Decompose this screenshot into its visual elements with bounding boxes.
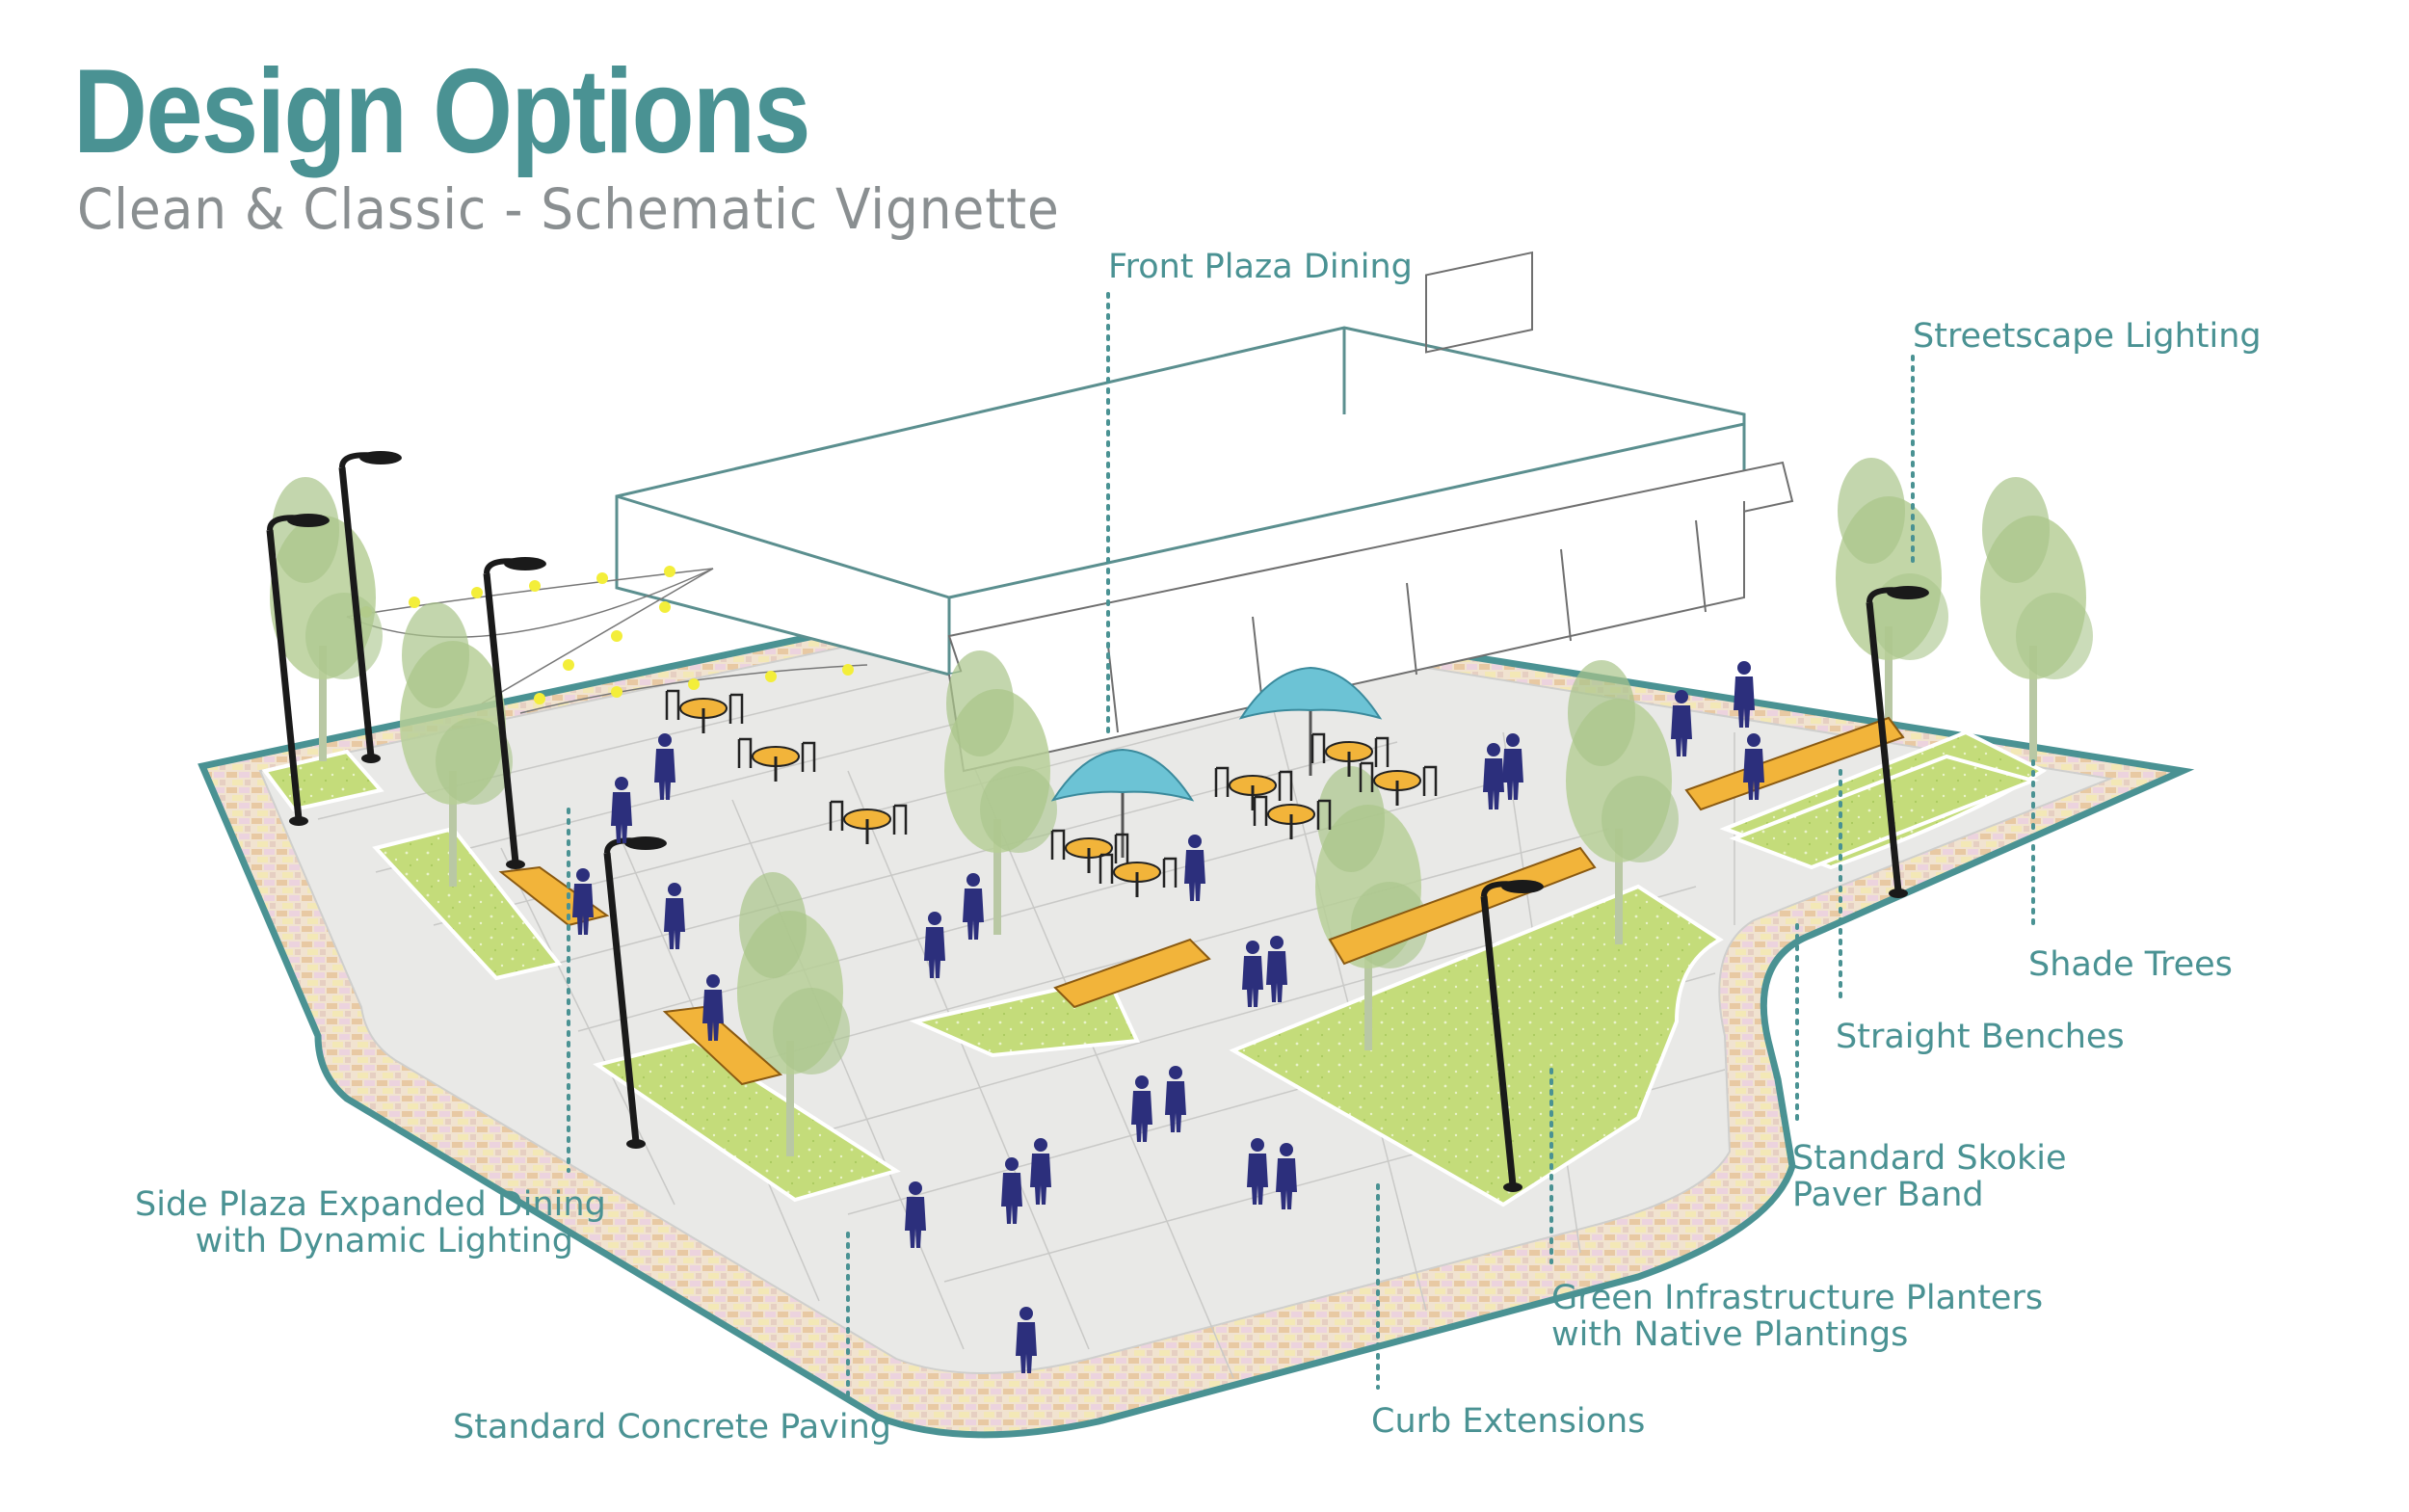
label-green-infrastructure: Green Infrastructure Planters with Nativ… [1551, 1280, 2043, 1353]
label-green-infrastructure-line1: Green Infrastructure Planters [1551, 1279, 2044, 1317]
label-curb-extensions: Curb Extensions [1371, 1402, 1646, 1441]
label-paver-band: Standard Skokie Paver Band [1792, 1140, 2067, 1213]
page-subtitle: Clean & Classic - Schematic Vignette [77, 176, 1060, 242]
label-paver-band-line2: Paver Band [1792, 1176, 1984, 1214]
label-straight-benches: Straight Benches [1836, 1018, 2125, 1056]
label-side-plaza-line2: with Dynamic Lighting [195, 1222, 573, 1260]
label-shade-trees: Shade Trees [2028, 945, 2233, 984]
label-paver-band-line1: Standard Skokie [1792, 1139, 2067, 1178]
label-streetscape-lighting: Streetscape Lighting [1913, 317, 2262, 356]
page-title: Design Options [73, 45, 811, 178]
label-concrete-paving: Standard Concrete Paving [453, 1408, 891, 1446]
label-side-plaza-dining: Side Plaza Expanded Dining with Dynamic … [135, 1186, 606, 1260]
label-green-infrastructure-line2: with Native Plantings [1551, 1315, 1909, 1354]
label-side-plaza-line1: Side Plaza Expanded Dining [135, 1185, 606, 1224]
label-front-plaza-dining: Front Plaza Dining [1108, 248, 1413, 286]
